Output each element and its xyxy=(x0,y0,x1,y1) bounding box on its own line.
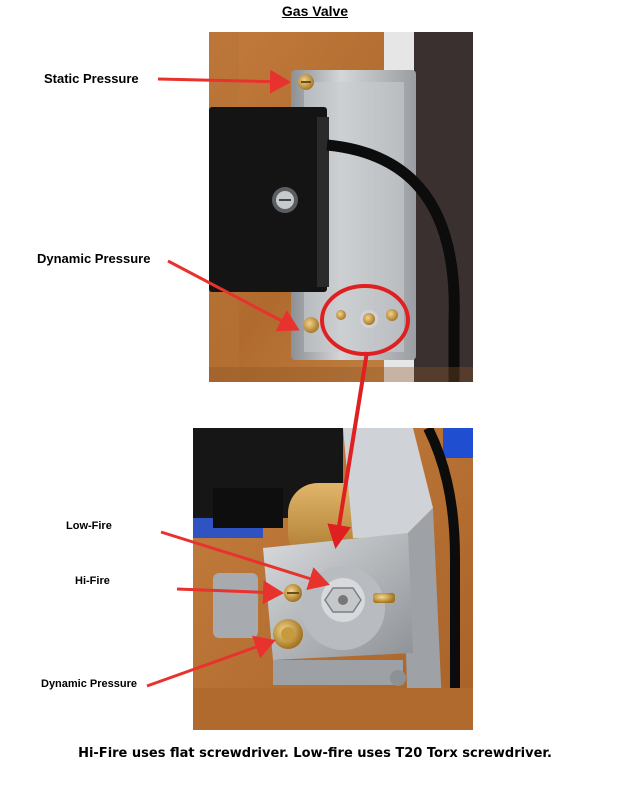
dynamic-pressure-label-bottom: Dynamic Pressure xyxy=(41,678,137,690)
page-title: Gas Valve xyxy=(281,3,349,19)
instructions-caption: Hi-Fire uses flat screwdriver. Low-fire … xyxy=(78,746,552,761)
gas-valve-overview-photo xyxy=(209,32,473,382)
gas-valve-closeup-photo xyxy=(193,428,473,730)
static-pressure-label: Static Pressure xyxy=(44,71,139,86)
dynamic-pressure-label-top: Dynamic Pressure xyxy=(37,251,151,266)
low-fire-label: Low-Fire xyxy=(66,520,112,532)
hi-fire-label: Hi-Fire xyxy=(75,575,110,587)
